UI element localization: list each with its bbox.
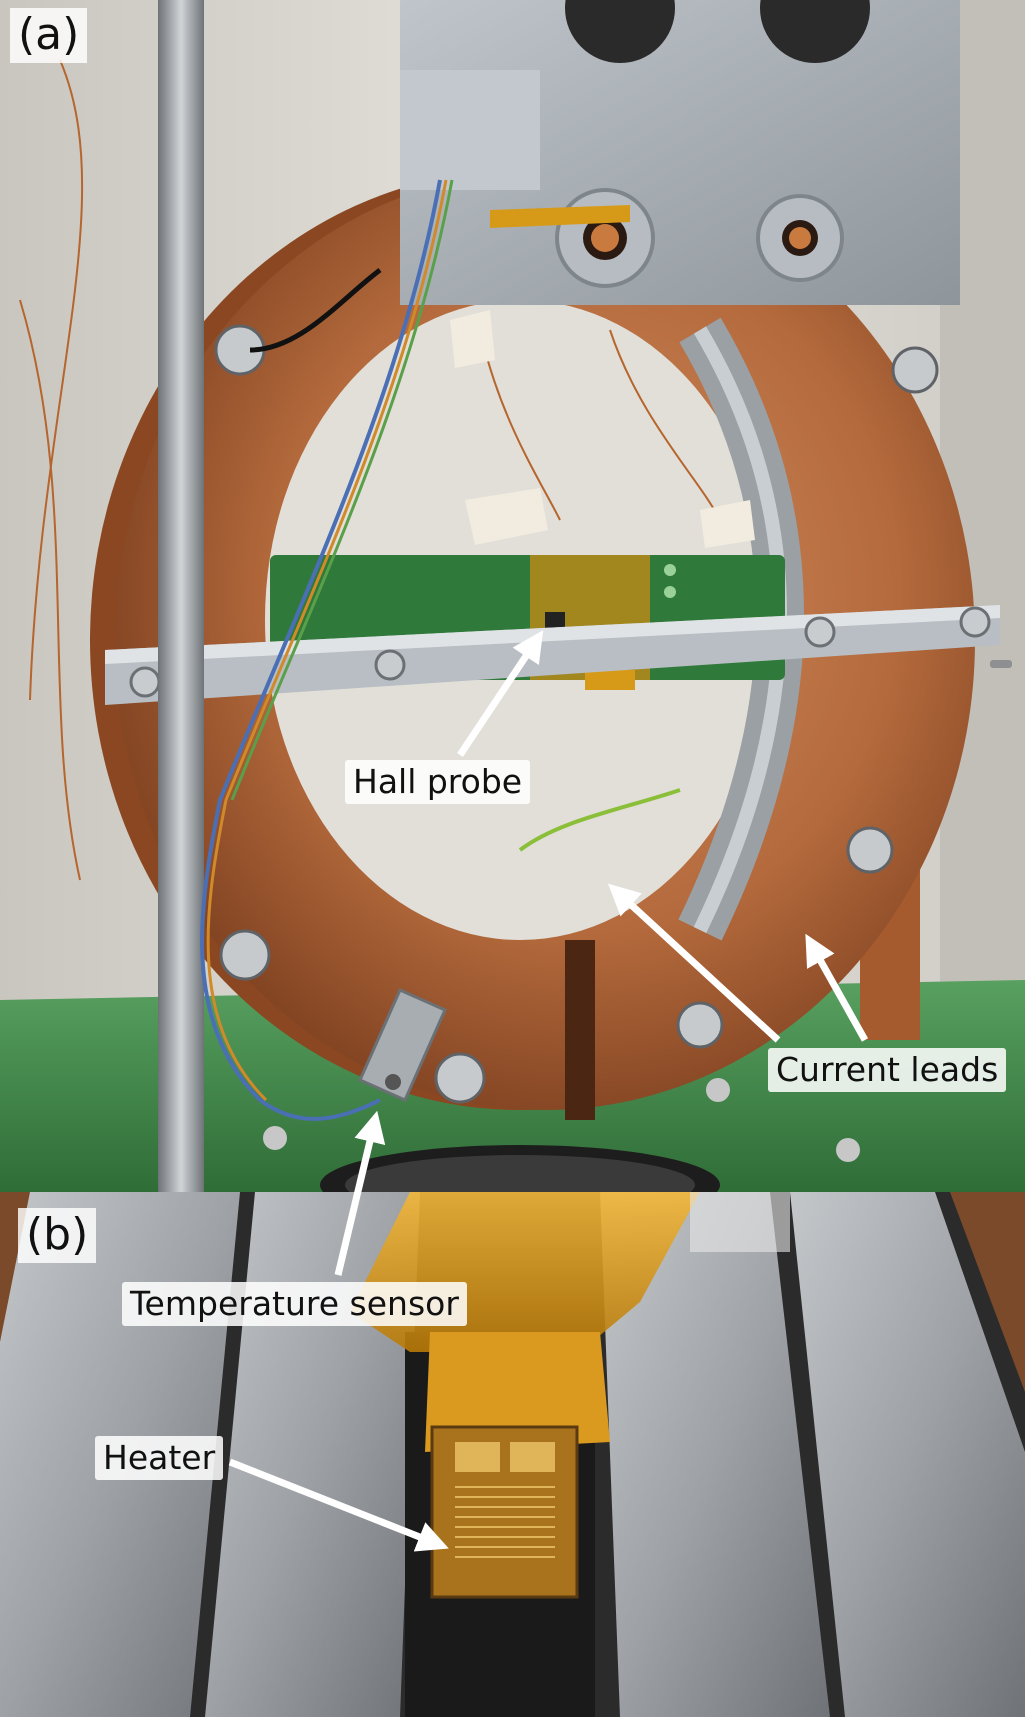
heater-callout: Heater <box>95 1436 224 1480</box>
panel-b-photo: (b) Temperature sensor Heater <box>0 1192 1025 1717</box>
wires <box>19 59 721 1121</box>
panel-b-label: (b) <box>18 1208 97 1263</box>
panel-a-illustration <box>0 0 1025 1192</box>
hall-probe-callout: Hall probe <box>345 760 531 804</box>
current-leads-callout: Current leads <box>768 1048 1007 1092</box>
threaded-rod <box>158 0 204 1192</box>
panel-a-label: (a) <box>10 8 88 63</box>
aluminium-block <box>400 0 960 305</box>
panel-a-photo: (a) Hall probe Current leads <box>0 0 1025 1192</box>
temperature-sensor-callout: Temperature sensor <box>122 1282 467 1326</box>
crossbar <box>105 605 1000 705</box>
heater-chip <box>430 1425 579 1599</box>
